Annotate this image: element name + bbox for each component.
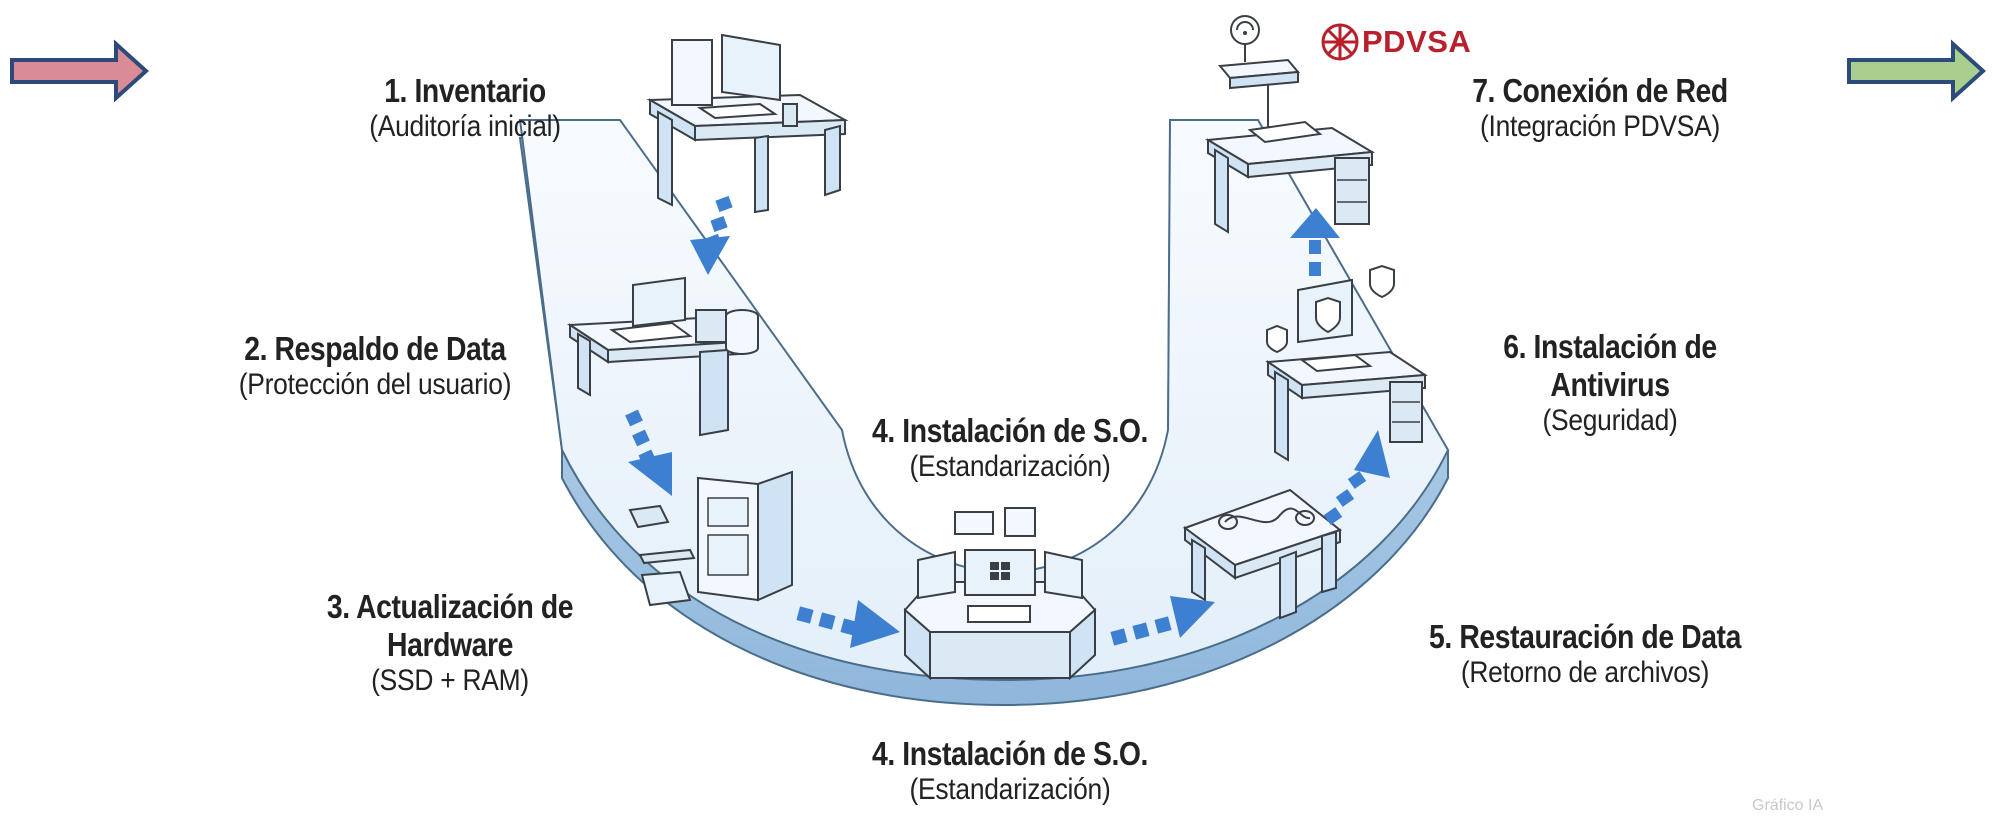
ram-icon <box>638 548 696 565</box>
keyboard-icon <box>967 605 1031 623</box>
step-subtitle: (Seguridad) <box>1542 403 1678 437</box>
settings-icon <box>1004 507 1036 537</box>
flow-arrow-5-6 <box>1323 430 1390 525</box>
step-title: 3. Actualización de <box>326 588 574 625</box>
step-title: 2. Respaldo de Data <box>244 330 506 367</box>
keyboard-icon <box>696 102 779 120</box>
step-title: Antivirus <box>1550 365 1670 403</box>
flow-arrow-4-5 <box>1110 596 1215 646</box>
step-title: 5. Restauración de Data <box>1429 618 1741 655</box>
watermark: Gráfico IA <box>1752 797 1824 814</box>
station-restauracion <box>1182 488 1343 620</box>
pc-tower-icon <box>671 39 713 106</box>
step-title: 6. Instalación de <box>1503 328 1717 365</box>
step-title: 4. Instalación de S.O. <box>871 735 1149 772</box>
server-icon <box>695 309 727 343</box>
pdvsa-logo-icon <box>1321 23 1359 61</box>
flow-arrows <box>625 195 1390 648</box>
motherboard-icon <box>640 570 692 607</box>
shield-icon <box>1266 324 1288 354</box>
step-2-label: 2. Respaldo de Data (Protección del usua… <box>195 330 555 402</box>
step-subtitle: (SSD + RAM) <box>371 663 529 697</box>
step-4-bottom-label: 4. Instalación de S.O. (Estandarización) <box>825 735 1195 807</box>
station-antivirus <box>1265 264 1428 462</box>
step-subtitle: (Integración PDVSA) <box>1479 109 1721 143</box>
cable-icon <box>1224 507 1311 524</box>
flow-arrow-1-2 <box>690 195 733 275</box>
shield-icon <box>1315 296 1341 334</box>
keyboard-icon <box>1299 353 1373 373</box>
step-4-top-label: 4. Instalación de S.O. (Estandarización) <box>825 412 1195 484</box>
flow-arrow-3-4 <box>796 600 900 648</box>
step-title: Hardware <box>387 625 513 663</box>
step-6-label: 6. Instalación de Antivirus (Seguridad) <box>1450 328 1770 438</box>
arrow-right-icon <box>1847 39 1986 103</box>
monitor-icon <box>964 549 1036 596</box>
windows-logo-icon <box>990 562 1010 580</box>
wifi-icon <box>1230 15 1260 45</box>
station-respaldo <box>566 276 759 437</box>
station-red <box>1204 15 1376 234</box>
nav-arrow-left[interactable] <box>10 39 149 103</box>
keyboard-icon <box>1247 120 1323 144</box>
step-title: 7. Conexión de Red <box>1472 72 1728 109</box>
shield-icon <box>1369 264 1395 299</box>
flow-arrow-2-3 <box>625 409 672 496</box>
step-subtitle: (Auditoría inicial) <box>369 109 561 143</box>
arrow-right-icon <box>10 39 149 103</box>
station-inventario <box>646 33 849 214</box>
step-1-label: 1. Inventario (Auditoría inicial) <box>320 72 610 144</box>
station-hardware <box>628 470 793 607</box>
step-subtitle: (Estandarización) <box>909 772 1111 806</box>
monitor-icon <box>917 550 956 600</box>
step-5-label: 5. Restauración de Data (Retorno de arch… <box>1385 618 1785 690</box>
step-subtitle: (Estandarización) <box>909 449 1111 483</box>
step-title: 1. Inventario <box>384 72 546 109</box>
flow-arrow-6-7 <box>1290 208 1340 276</box>
step-title: 4. Instalación de S.O. <box>871 412 1149 449</box>
step-subtitle: (Retorno de archivos) <box>1460 655 1710 689</box>
step-3-label: 3. Actualización de Hardware (SSD + RAM) <box>280 588 620 698</box>
window-icon <box>954 511 994 535</box>
monitor-icon <box>721 33 781 102</box>
pdvsa-brand: PDVSA <box>1362 24 1472 59</box>
station-so <box>903 507 1097 681</box>
step-subtitle: (Protección del usuario) <box>238 367 512 401</box>
step-7-label: 7. Conexión de Red (Integración PDVSA) <box>1430 72 1770 144</box>
monitor-icon <box>1044 550 1083 600</box>
nav-arrow-right[interactable] <box>1847 39 1986 103</box>
ssd-icon <box>628 504 670 529</box>
laptop-icon <box>632 276 686 328</box>
